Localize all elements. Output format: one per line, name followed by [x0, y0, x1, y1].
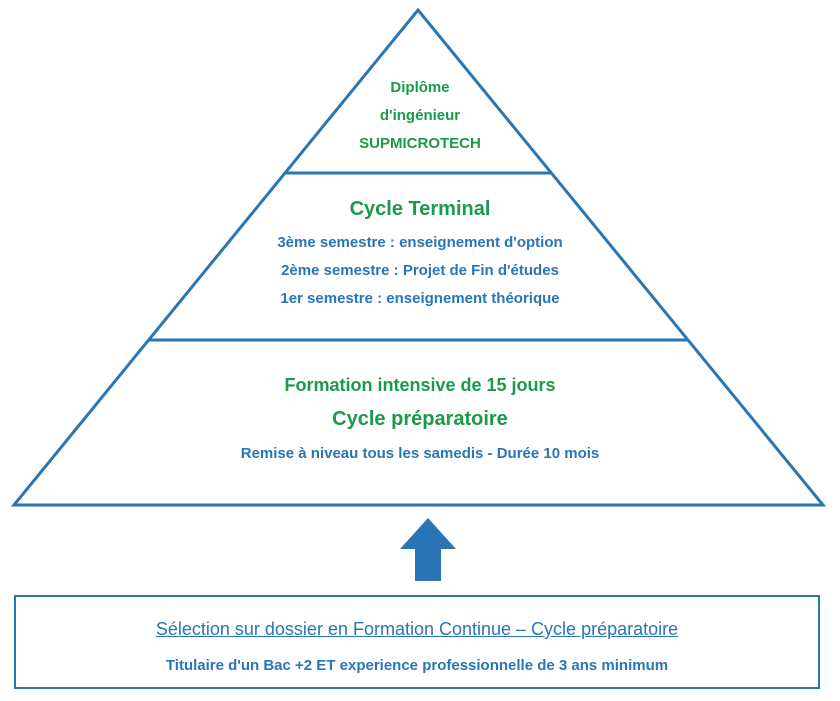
pyramid-outline	[10, 7, 827, 507]
top-tier-line-3: SUPMICROTECH	[359, 135, 481, 152]
bottom-tier-line-1: Formation intensive de 15 jours	[284, 375, 556, 395]
top-tier-line-2: d'ingénieur	[379, 107, 461, 124]
middle-tier-line-2: 2ème semestre : Projet de Fin d'études	[281, 262, 559, 279]
selection-subtitle: Titulaire d'un Bac +2 ET experience prof…	[165, 657, 669, 674]
arrow-up-icon	[400, 518, 456, 581]
top-tier-line-1: Diplôme	[390, 79, 450, 96]
selection-title: Sélection sur dossier en Formation Conti…	[155, 619, 679, 639]
bottom-tier-line-2: Remise à niveau tous les samedis - Durée…	[240, 445, 600, 462]
middle-tier-title: Cycle Terminal	[349, 198, 491, 220]
middle-tier-line-3: 1er semestre : enseignement théorique	[280, 290, 560, 307]
bottom-tier-title: Cycle préparatoire	[332, 408, 508, 430]
middle-tier-line-1: 3ème semestre : enseignement d'option	[277, 234, 563, 251]
selection-box: Sélection sur dossier en Formation Conti…	[14, 595, 820, 689]
